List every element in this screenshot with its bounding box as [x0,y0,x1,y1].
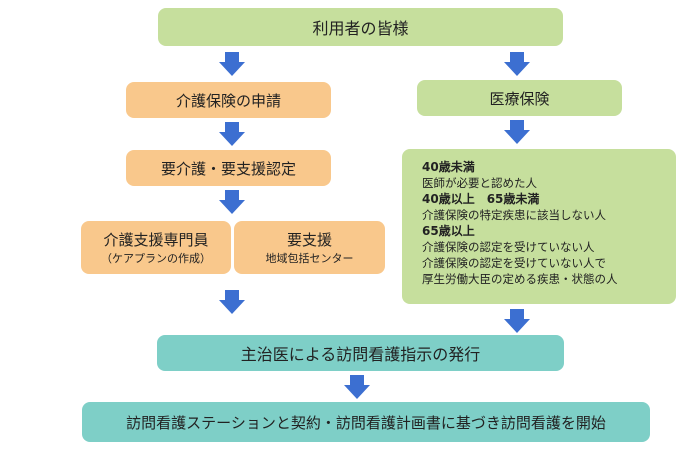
care-insurance-application-box: 介護保険の申請 [126,82,331,118]
eligibility-line: 介護保険の特定疾患に該当しない人 [422,208,606,222]
arrow-down-icon [219,122,245,146]
eligibility-line: 介護保険の認定を受けていない人で [422,256,606,270]
doctor-instruction-box: 主治医による訪問看護指示の発行 [157,335,564,371]
medical-eligibility-box: 40歳未満 医師が必要と認めた人 40歳以上 65歳未満 介護保険の特定疾患に該… [402,149,676,304]
visiting-nursing-start-label: 訪問看護ステーションと契約・訪問看護計画書に基づき訪問看護を開始 [126,413,606,432]
care-certification-label: 要介護・要支援認定 [160,159,296,178]
eligibility-line: 医師が必要と認めた人 [422,176,537,190]
care-manager-sub: （ケアプランの作成） [101,252,211,265]
arrow-down-icon [504,120,530,144]
care-manager-title: 介護支援専門員 [103,231,209,249]
users-label: 利用者の皆様 [312,19,409,38]
visiting-nursing-start-box: 訪問看護ステーションと契約・訪問看護計画書に基づき訪問看護を開始 [82,402,650,442]
arrow-down-icon [219,52,245,76]
care-manager-box: 介護支援専門員 （ケアプランの作成） [81,221,231,274]
doctor-instruction-label: 主治医による訪問看護指示の発行 [240,345,481,364]
arrow-down-icon [504,309,530,333]
eligibility-heading: 65歳以上 [422,224,475,238]
medical-insurance-label: 医療保険 [489,89,550,108]
eligibility-heading: 40歳未満 [422,160,475,174]
support-box: 要支援 地域包括センター [234,221,385,274]
eligibility-line: 介護保険の認定を受けていない人 [422,240,595,254]
users-box: 利用者の皆様 [158,8,563,46]
support-sub: 地域包括センター [265,252,354,265]
care-certification-box: 要介護・要支援認定 [126,150,331,186]
arrow-down-icon [344,375,370,399]
eligibility-heading: 40歳以上 65歳未満 [422,192,540,206]
arrow-down-icon [219,190,245,214]
medical-insurance-box: 医療保険 [417,80,622,116]
support-title: 要支援 [286,231,332,249]
care-insurance-application-label: 介護保険の申請 [175,91,281,110]
arrow-down-icon [219,290,245,314]
eligibility-line: 厚生労働大臣の定める疾患・状態の人 [422,272,618,286]
arrow-down-icon [504,52,530,76]
